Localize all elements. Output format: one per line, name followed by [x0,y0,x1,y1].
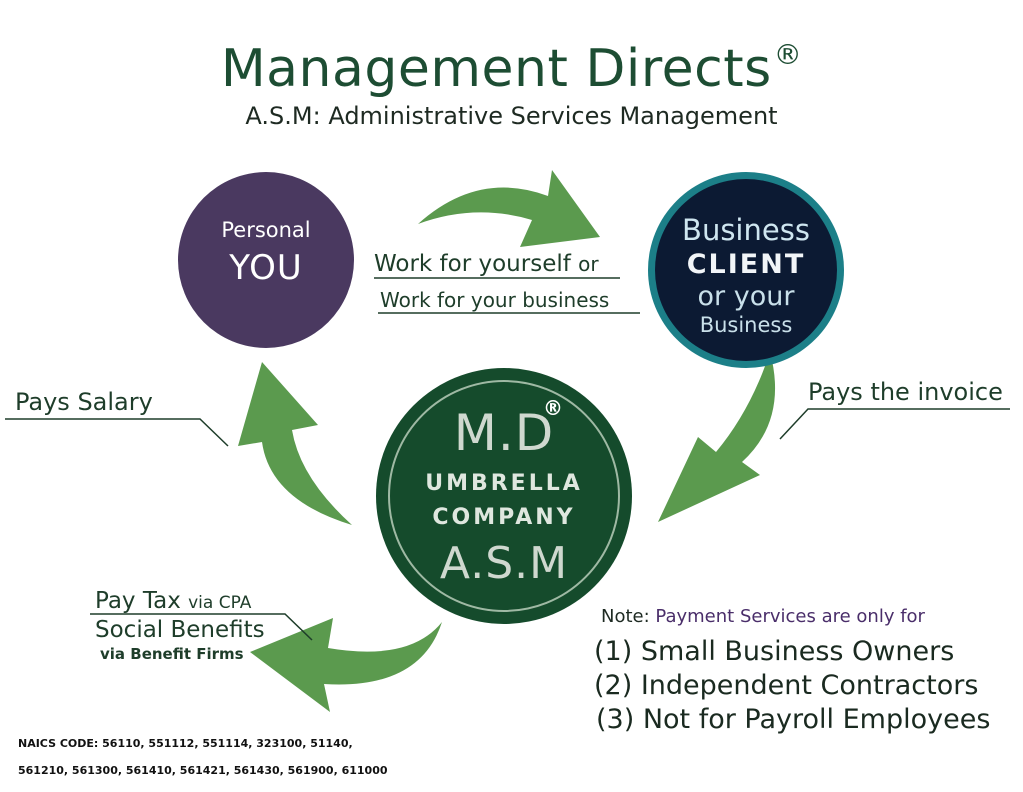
business-sub-label: Business [699,313,793,337]
you-label: YOU [229,248,303,288]
work-for-yourself-label: Work for yourself or [374,251,599,277]
pay-tax-via-text: via CPA [188,593,252,613]
pay-tax-label: Pay Tax via CPA [95,588,251,614]
work-for-business-label: Work for your business [380,288,610,312]
pointer-line-invoice [779,408,1010,440]
title-text: Management Directs [220,39,772,99]
pays-salary-label: Pays Salary [15,388,153,416]
personal-you-node: Personal YOU [178,172,354,348]
note-item: (1) Small Business Owners [594,636,955,667]
arrow-you-to-client [418,170,600,247]
naics-codes-line: 561210, 561300, 561410, 561421, 561430, … [18,764,388,777]
arrow-client-to-umbrella [658,352,776,522]
note-heading: Note: Payment Services are only for [601,606,925,627]
arrow-umbrella-to-tax [250,618,442,712]
arrow-umbrella-to-you [238,362,352,525]
business-label: Business [682,213,810,247]
note-item: (2) Independent Contractors [594,670,979,701]
client-label: CLIENT [686,249,806,280]
pointer-line-tax [90,613,313,641]
personal-label: Personal [221,218,311,242]
or-your-label: or your [697,281,795,312]
registered-mark: ® [773,38,803,71]
social-benefits-label: Social Benefits [95,617,265,643]
work-yourself-text: Work for yourself [374,251,571,277]
page-title: Management Directs® [0,38,1023,99]
note-text: Payment Services are only for [655,606,925,627]
benefit-firms-label: via Benefit Firms [100,645,244,663]
naics-codes-line: NAICS CODE: 56110, 551112, 551114, 32310… [18,737,353,750]
pays-invoice-label: Pays the invoice [808,378,1003,406]
md-registered-mark: ® [543,396,563,420]
business-client-node: Business CLIENT or your Business [655,179,837,361]
note-prefix: Note: [601,606,650,627]
umbrella-inner-ring [388,380,620,612]
pay-tax-text: Pay Tax [95,588,181,614]
pointer-line-salary [5,418,229,447]
note-item: (3) Not for Payroll Employees [596,704,991,735]
work-or-text: or [578,252,599,276]
page-subtitle: A.S.M: Administrative Services Managemen… [245,102,778,130]
